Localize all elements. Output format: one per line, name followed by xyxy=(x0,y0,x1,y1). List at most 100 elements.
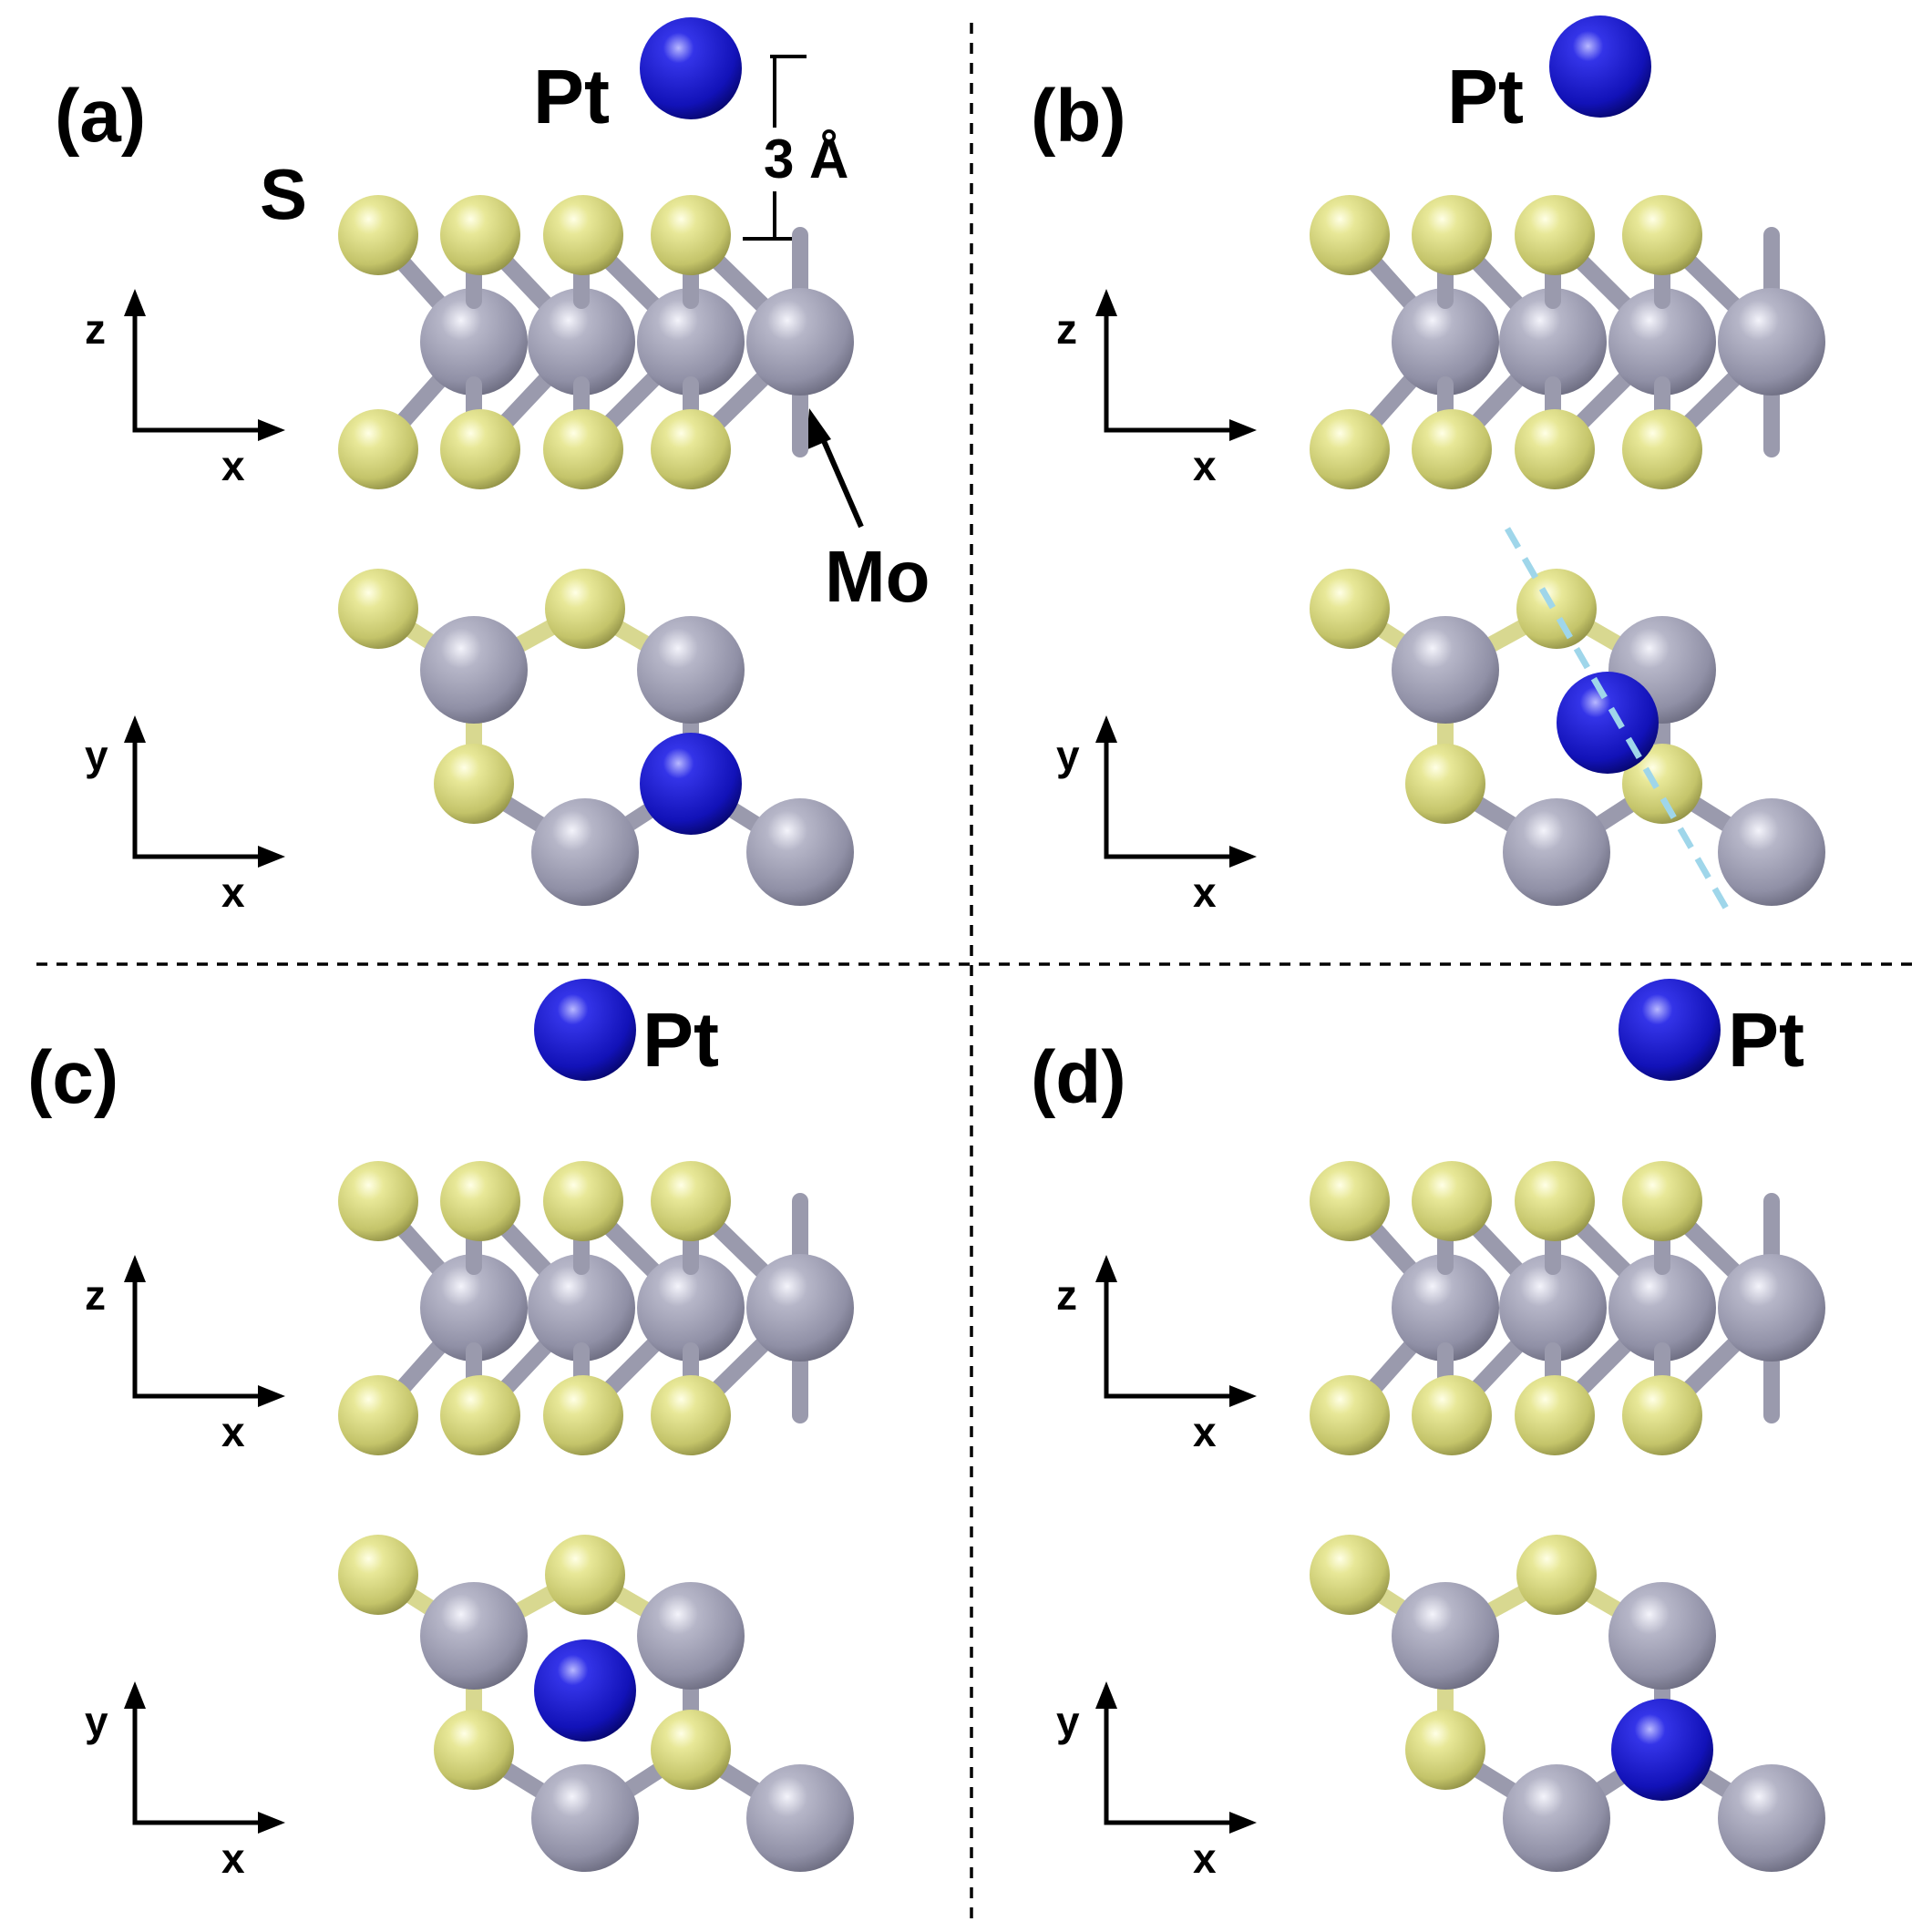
s-atom xyxy=(1622,744,1702,824)
axis-label: y xyxy=(85,732,108,779)
pt-atom xyxy=(1557,672,1659,774)
axis-arrowhead xyxy=(1229,1385,1257,1407)
panel-a: (a) Pt 3 Å S Mo zx yx xyxy=(55,17,930,916)
mo-atom xyxy=(1392,1254,1499,1362)
axis-arrowhead xyxy=(258,1812,285,1834)
s-atom xyxy=(1515,409,1595,489)
s-atom xyxy=(1310,1375,1390,1455)
side-view-structure xyxy=(338,1161,854,1455)
top-view-structure xyxy=(338,1535,854,1872)
axes-xy: yx xyxy=(1056,1681,1257,1882)
s-atom xyxy=(1515,1161,1595,1241)
axis-arrowhead xyxy=(1229,1812,1257,1834)
mo-atom xyxy=(420,1254,528,1362)
axis-label: x xyxy=(221,868,245,916)
axis-lines xyxy=(1104,307,1238,433)
top-view-structure xyxy=(1310,569,1825,906)
s-atom xyxy=(434,1710,514,1790)
panel-label: (d) xyxy=(1031,1036,1126,1119)
mo-atom xyxy=(1392,1582,1499,1690)
axis-label: x xyxy=(1193,868,1217,916)
axes-xz: zx xyxy=(1056,289,1257,489)
mo-atom xyxy=(1499,1254,1607,1362)
pt-atom xyxy=(640,733,742,835)
panel-label: (c) xyxy=(27,1036,118,1119)
s-atom xyxy=(338,1161,418,1241)
s-atom xyxy=(543,195,623,275)
axis-arrowhead xyxy=(124,715,146,743)
panel-c: (c) Pt zx yx xyxy=(27,979,854,1882)
mo-atom xyxy=(746,1254,854,1362)
axis-label: x xyxy=(221,442,245,489)
axis-lines xyxy=(1104,1273,1238,1399)
axis-lines xyxy=(132,1700,267,1825)
s-atom xyxy=(1405,744,1485,824)
side-view-structure xyxy=(1310,1161,1825,1455)
mo-atom xyxy=(1499,288,1607,396)
mo-atom xyxy=(637,1582,745,1690)
molybdenum-pointer-arrow xyxy=(806,408,864,529)
mo-atom xyxy=(420,1582,528,1690)
axis-arrowhead xyxy=(1229,846,1257,868)
mo-atom xyxy=(637,1254,745,1362)
mo-atom xyxy=(531,1764,639,1872)
axes-xy: yx xyxy=(1056,715,1257,916)
mo-atom xyxy=(1392,616,1499,724)
height-scale-label: 3 Å xyxy=(764,128,848,190)
s-atom xyxy=(1405,1710,1485,1790)
mo-atom xyxy=(1392,288,1499,396)
mo-atom xyxy=(420,288,528,396)
side-view-structure xyxy=(1310,195,1825,489)
s-atom xyxy=(1622,195,1702,275)
axis-label: z xyxy=(1056,1271,1077,1319)
s-atom xyxy=(1310,1161,1390,1241)
mo-atom xyxy=(528,288,635,396)
axis-lines xyxy=(1104,1700,1238,1825)
axis-label: x xyxy=(1193,442,1217,489)
s-atom xyxy=(651,195,731,275)
pt-atom xyxy=(1611,1699,1713,1801)
axes-xz: zx xyxy=(85,289,285,489)
top-view-structure xyxy=(338,569,854,906)
s-atom xyxy=(1310,569,1390,649)
s-atom xyxy=(1412,1161,1492,1241)
s-atom xyxy=(543,1375,623,1455)
axis-arrowhead xyxy=(1229,419,1257,441)
s-atom xyxy=(1412,195,1492,275)
panel-label: (b) xyxy=(1031,75,1126,158)
s-atom xyxy=(1412,409,1492,489)
s-atom xyxy=(1412,1375,1492,1455)
axis-label: y xyxy=(85,1698,108,1745)
s-atom xyxy=(440,1161,520,1241)
s-atom xyxy=(338,1535,418,1615)
sulfur-label: S xyxy=(260,154,307,234)
axis-lines xyxy=(132,307,267,433)
axis-arrowhead xyxy=(1095,715,1117,743)
s-atom xyxy=(651,1375,731,1455)
mo-atom xyxy=(531,798,639,906)
axis-label: y xyxy=(1056,732,1080,779)
axis-arrowhead xyxy=(258,419,285,441)
s-atom xyxy=(434,744,514,824)
pt-atom xyxy=(534,979,636,1081)
pt-atom xyxy=(1619,979,1721,1081)
axis-label: x xyxy=(1193,1408,1217,1455)
s-atom xyxy=(338,569,418,649)
s-atom xyxy=(440,195,520,275)
pt-atom xyxy=(1549,15,1651,118)
axis-label: x xyxy=(1193,1834,1217,1882)
mo-atom xyxy=(420,616,528,724)
axis-label: x xyxy=(221,1408,245,1455)
s-atom xyxy=(440,409,520,489)
s-atom xyxy=(1516,1535,1597,1615)
s-atom xyxy=(1310,195,1390,275)
axis-lines xyxy=(132,734,267,859)
s-atom xyxy=(543,409,623,489)
axes-xy: yx xyxy=(85,715,285,916)
s-atom xyxy=(1310,1535,1390,1615)
axis-arrowhead xyxy=(1095,1255,1117,1282)
mo-atom xyxy=(746,288,854,396)
axis-label: z xyxy=(1056,305,1077,353)
panel-label: (a) xyxy=(55,75,146,158)
